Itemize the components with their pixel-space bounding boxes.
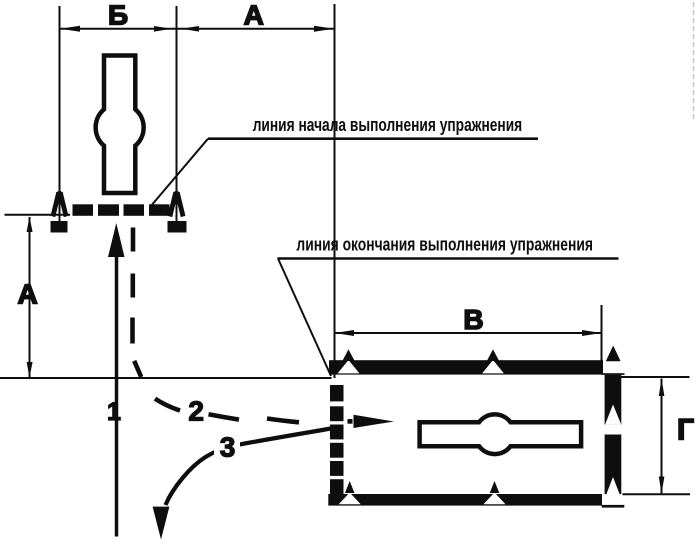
svg-text:линия начала выполнения упражн: линия начала выполнения упражнения	[253, 114, 523, 135]
svg-text:линия окончания выполнения упр: линия окончания выполнения упражнения	[296, 234, 593, 255]
svg-text:1: 1	[107, 398, 121, 426]
svg-text:В: В	[463, 304, 483, 335]
svg-text:А: А	[244, 0, 264, 31]
svg-text:А: А	[17, 279, 37, 310]
svg-text:Г: Г	[677, 413, 694, 446]
svg-text:Б: Б	[108, 0, 128, 31]
svg-text:2: 2	[188, 396, 204, 427]
svg-text:3: 3	[220, 432, 236, 463]
